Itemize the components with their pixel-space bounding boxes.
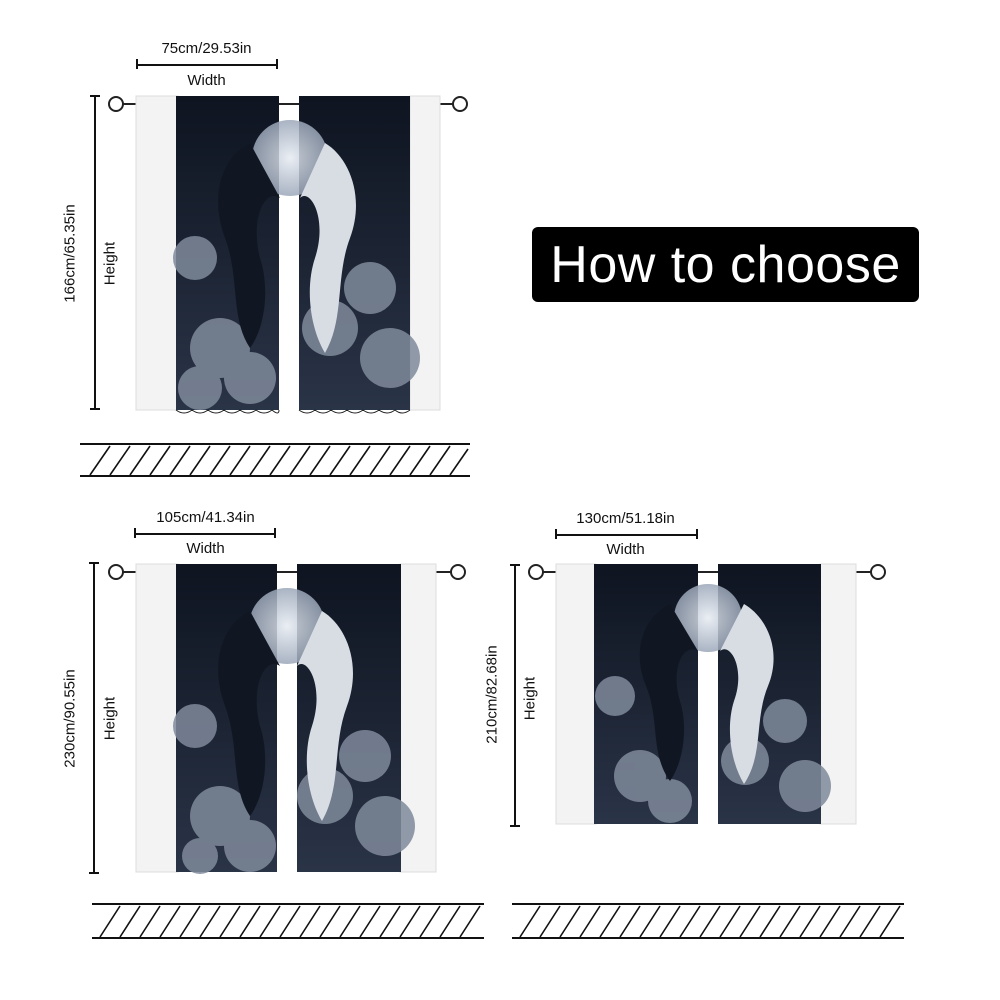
height-tick-top (510, 564, 520, 566)
height-dimension-text: 166cm/65.35in (61, 204, 79, 303)
curtain-illustration (528, 563, 886, 825)
curtain-rod-ring-icon (528, 564, 544, 580)
black-dragon-icon (639, 604, 698, 781)
width-dimension-text: 130cm/51.18in (576, 510, 675, 527)
curtain-rod-ring-icon (870, 564, 886, 580)
curtain-rod-ring-icon (452, 96, 468, 112)
width-dimension-line (555, 534, 698, 536)
moon-icon (674, 584, 742, 652)
curtain-rod-ring-icon (108, 96, 124, 112)
black-dragon-icon (218, 611, 280, 816)
title-text: How to choose (550, 235, 901, 294)
height-dimension-text: 230cm/90.55in (61, 669, 79, 768)
moon-icon (252, 120, 328, 196)
width-dimension-text: 105cm/41.34in (156, 509, 255, 526)
curtain-illustration (108, 563, 466, 874)
width-tick-right (276, 59, 278, 69)
black-dragon-icon (218, 143, 280, 348)
floor-hatch-icon (80, 443, 470, 477)
height-tick-bottom (89, 872, 99, 874)
height-tick-top (89, 562, 99, 564)
width-label: Width (186, 540, 225, 557)
width-label: Width (187, 72, 226, 89)
height-tick-top (90, 95, 100, 97)
title-badge: How to choose (532, 227, 919, 302)
curtain-illustration (108, 95, 468, 414)
curtain-rod-ring-icon (450, 564, 466, 580)
height-dimension-text: 210cm/82.68in (483, 645, 501, 744)
height-tick-bottom (90, 408, 100, 410)
width-tick-right (696, 529, 698, 539)
width-tick-left (134, 528, 136, 538)
white-dragon-icon (720, 604, 774, 784)
height-tick-bottom (510, 825, 520, 827)
width-dimension-text: 75cm/29.53in (161, 40, 252, 57)
width-dimension-line (136, 64, 278, 66)
height-dimension-line (94, 95, 96, 410)
height-dimension-line (93, 562, 95, 874)
width-label: Width (606, 541, 645, 558)
height-dimension-line (514, 564, 516, 827)
width-tick-right (274, 528, 276, 538)
curtain-rod-ring-icon (108, 564, 124, 580)
floor-hatch-icon (92, 903, 484, 939)
white-dragon-icon (300, 143, 356, 353)
floor-hatch-icon (512, 903, 904, 939)
white-dragon-icon (297, 611, 353, 821)
width-dimension-line (134, 533, 276, 535)
width-tick-left (555, 529, 557, 539)
width-tick-left (136, 59, 138, 69)
